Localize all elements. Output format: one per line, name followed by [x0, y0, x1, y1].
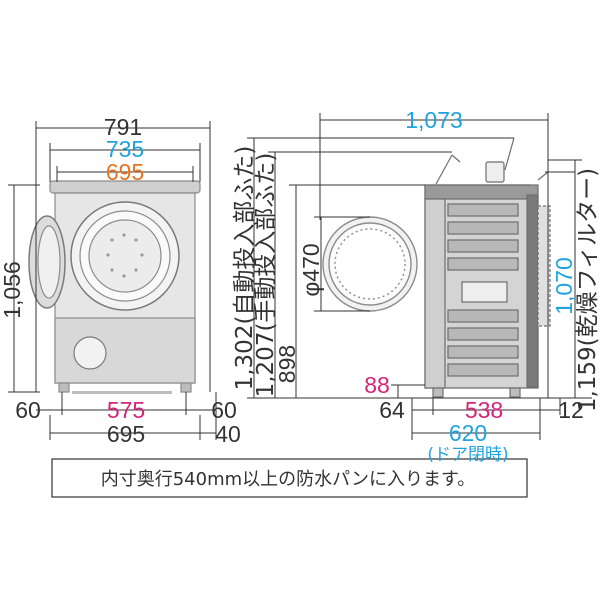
side-dimension-lines [247, 113, 592, 440]
note-box [51, 458, 528, 498]
front-dimension-lines [8, 121, 217, 440]
side-foot-right: 12 [558, 397, 584, 423]
side-depth-door-closed: 620 [449, 420, 487, 446]
side-height-auto-lid: 1,302(自動投入部ふた) [232, 146, 258, 391]
side-door-closed-label: (ドア閉時) [427, 445, 508, 465]
side-door-circle [322, 216, 418, 312]
front-view-washer [28, 180, 201, 394]
front-right-offset: 40 [215, 421, 241, 447]
front-height-overall: 1,056 [0, 261, 25, 319]
side-foot-span: 538 [465, 397, 503, 423]
front-width-body: 735 [106, 136, 144, 162]
front-width-top: 695 [106, 159, 144, 185]
front-base-inner: 575 [107, 397, 145, 423]
note-text: 内寸奥行540mm以上の防水パンに入ります。 [101, 469, 476, 490]
front-base-total: 695 [107, 421, 145, 447]
side-foot-height: 88 [364, 372, 390, 398]
side-height-body: 898 [274, 345, 300, 383]
side-height-filter-1: 1,070 [551, 257, 577, 315]
front-base-left-margin: 60 [15, 397, 41, 423]
side-door-diameter: φ470 [298, 243, 324, 296]
side-height-manual-lid: 1,207(手動投入部ふた) [253, 153, 279, 398]
front-base-right-margin: 60 [211, 397, 237, 423]
side-depth-overall: 1,073 [405, 107, 463, 133]
side-height-filter-2: 1,159(乾燥フィルター) [575, 168, 600, 412]
side-foot-left: 64 [379, 397, 405, 423]
front-width-overall: 791 [104, 114, 142, 140]
side-view-washer [424, 137, 551, 398]
